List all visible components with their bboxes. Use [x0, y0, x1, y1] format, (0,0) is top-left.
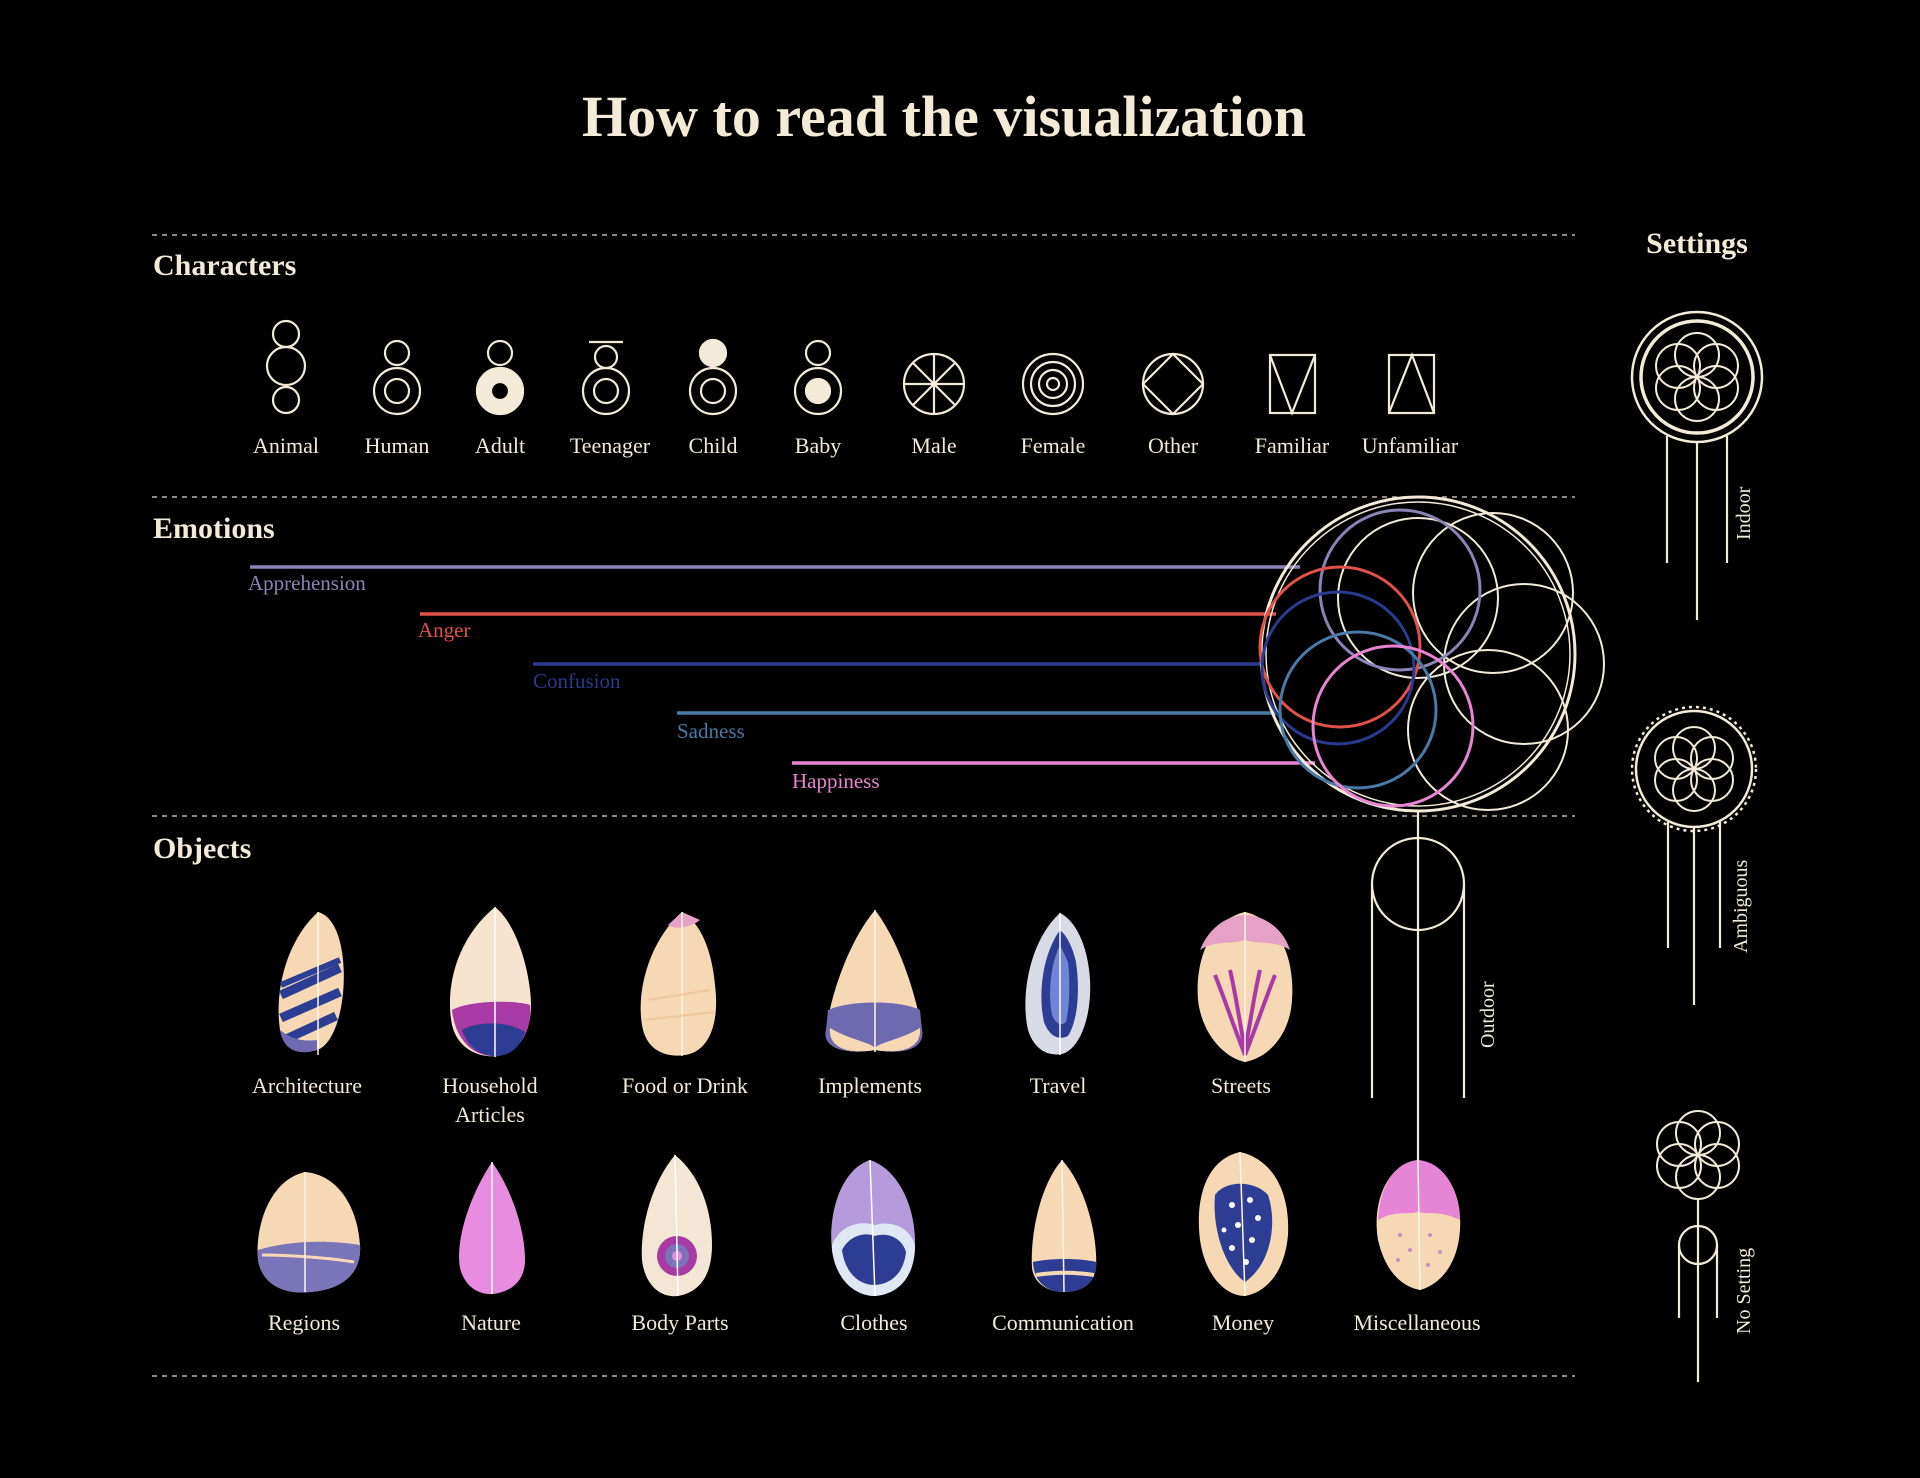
feather-clothes-icon — [831, 1159, 916, 1297]
section-title-characters: Characters — [153, 249, 296, 282]
character-label-human: Human — [365, 433, 430, 458]
objects-row-2 — [257, 1151, 1461, 1297]
feather-implements-icon — [825, 910, 923, 1052]
object-label-architecture: Architecture — [252, 1073, 362, 1098]
objects-row-2-labels: Regions Nature Body Parts Clothes Commun… — [268, 1310, 1481, 1335]
object-label-streets: Streets — [1211, 1073, 1271, 1098]
unfamiliar-rect-icon — [1387, 351, 1436, 415]
familiar-rect-icon — [1268, 353, 1317, 417]
feather-regions-icon — [257, 1172, 361, 1293]
rosette-circle-sadness — [1278, 630, 1438, 790]
feather-nature-icon — [459, 1162, 525, 1295]
character-label-baby: Baby — [795, 433, 841, 458]
object-label-household-line2: Articles — [455, 1102, 525, 1127]
feather-streets-icon — [1197, 912, 1293, 1062]
rosette-circle-confusion — [1260, 590, 1416, 746]
characters-labels: Animal Human Adult Teenager Child Baby M… — [253, 433, 1459, 458]
page-title: How to read the visualization — [582, 84, 1306, 149]
no-setting-icon — [1656, 1110, 1740, 1382]
child-icon — [688, 338, 738, 416]
character-label-other: Other — [1148, 433, 1199, 458]
animal-icon — [265, 319, 307, 415]
outdoor-setting-icon — [1370, 811, 1466, 1160]
setting-label-indoor: Indoor — [1733, 486, 1755, 540]
ambiguous-setting-icon — [1630, 705, 1758, 1005]
feather-body-icon — [641, 1154, 712, 1297]
male-wheel-icon — [902, 352, 966, 416]
emotion-label-apprehension: Apprehension — [248, 571, 366, 595]
human-icon — [372, 339, 422, 416]
other-diamond-icon — [1141, 352, 1205, 416]
emotion-lines — [250, 565, 1315, 765]
setting-label-outdoor: Outdoor — [1477, 981, 1499, 1048]
object-label-miscellaneous: Miscellaneous — [1353, 1310, 1480, 1335]
indoor-setting-icon — [1630, 310, 1764, 620]
female-rings-icon — [1021, 352, 1085, 416]
adult-icon — [475, 339, 525, 416]
characters-icons — [265, 319, 1436, 417]
object-label-nature: Nature — [461, 1310, 521, 1335]
setting-label-ambiguous: Ambiguous — [1730, 859, 1752, 953]
section-title-settings: Settings — [1646, 227, 1748, 260]
emotion-label-happiness: Happiness — [792, 769, 880, 793]
section-title-objects: Objects — [153, 832, 251, 865]
character-label-adult: Adult — [475, 433, 525, 458]
emotion-label-confusion: Confusion — [533, 669, 621, 693]
object-label-clothes: Clothes — [840, 1310, 907, 1335]
object-label-body-parts: Body Parts — [631, 1310, 728, 1335]
objects-row-1 — [278, 907, 1293, 1062]
feather-travel-icon — [1025, 913, 1091, 1055]
feather-household-icon — [449, 907, 531, 1057]
object-label-implements: Implements — [818, 1073, 922, 1098]
object-label-household: Household — [442, 1073, 537, 1098]
character-label-male: Male — [911, 433, 956, 458]
teenager-icon — [581, 340, 631, 416]
character-label-familiar: Familiar — [1255, 433, 1330, 458]
feather-money-icon — [1198, 1151, 1289, 1297]
rosette-circle-happiness — [1311, 644, 1475, 808]
object-label-food: Food or Drink — [622, 1073, 748, 1098]
rosette-circle-apprehension — [1318, 508, 1482, 672]
character-label-child: Child — [689, 433, 738, 458]
rosette-inner-ring — [1265, 501, 1571, 807]
object-label-travel: Travel — [1030, 1073, 1087, 1098]
rosette-petal — [1443, 583, 1605, 745]
section-title-emotions: Emotions — [153, 512, 275, 545]
emotion-label-anger: Anger — [418, 618, 470, 642]
feather-misc-icon — [1376, 1159, 1461, 1291]
rosette-petal — [1337, 517, 1499, 679]
feather-food-icon — [640, 912, 717, 1056]
feather-architecture-icon — [278, 912, 344, 1055]
setting-label-no-setting: No Setting — [1733, 1248, 1755, 1334]
object-label-money: Money — [1212, 1310, 1274, 1335]
section-dividers — [152, 234, 1575, 1377]
emotion-labels: Apprehension Anger Confusion Sadness Hap… — [248, 571, 880, 793]
object-label-regions: Regions — [268, 1310, 340, 1335]
feather-communication-icon — [1031, 1159, 1097, 1293]
object-label-communication: Communication — [992, 1310, 1134, 1335]
character-label-animal: Animal — [253, 433, 319, 458]
emotion-label-sadness: Sadness — [677, 719, 745, 743]
character-label-teenager: Teenager — [570, 433, 651, 458]
character-label-female: Female — [1021, 433, 1086, 458]
character-label-unfamiliar: Unfamiliar — [1362, 433, 1459, 458]
rosette-petal — [1407, 649, 1569, 811]
rosette-petal — [1412, 512, 1574, 674]
objects-row-1-labels: Architecture Household Articles Food or … — [252, 1073, 1271, 1127]
rosette-circle-anger — [1258, 565, 1422, 729]
baby-icon — [793, 339, 843, 416]
emotion-rosette — [1258, 495, 1605, 813]
